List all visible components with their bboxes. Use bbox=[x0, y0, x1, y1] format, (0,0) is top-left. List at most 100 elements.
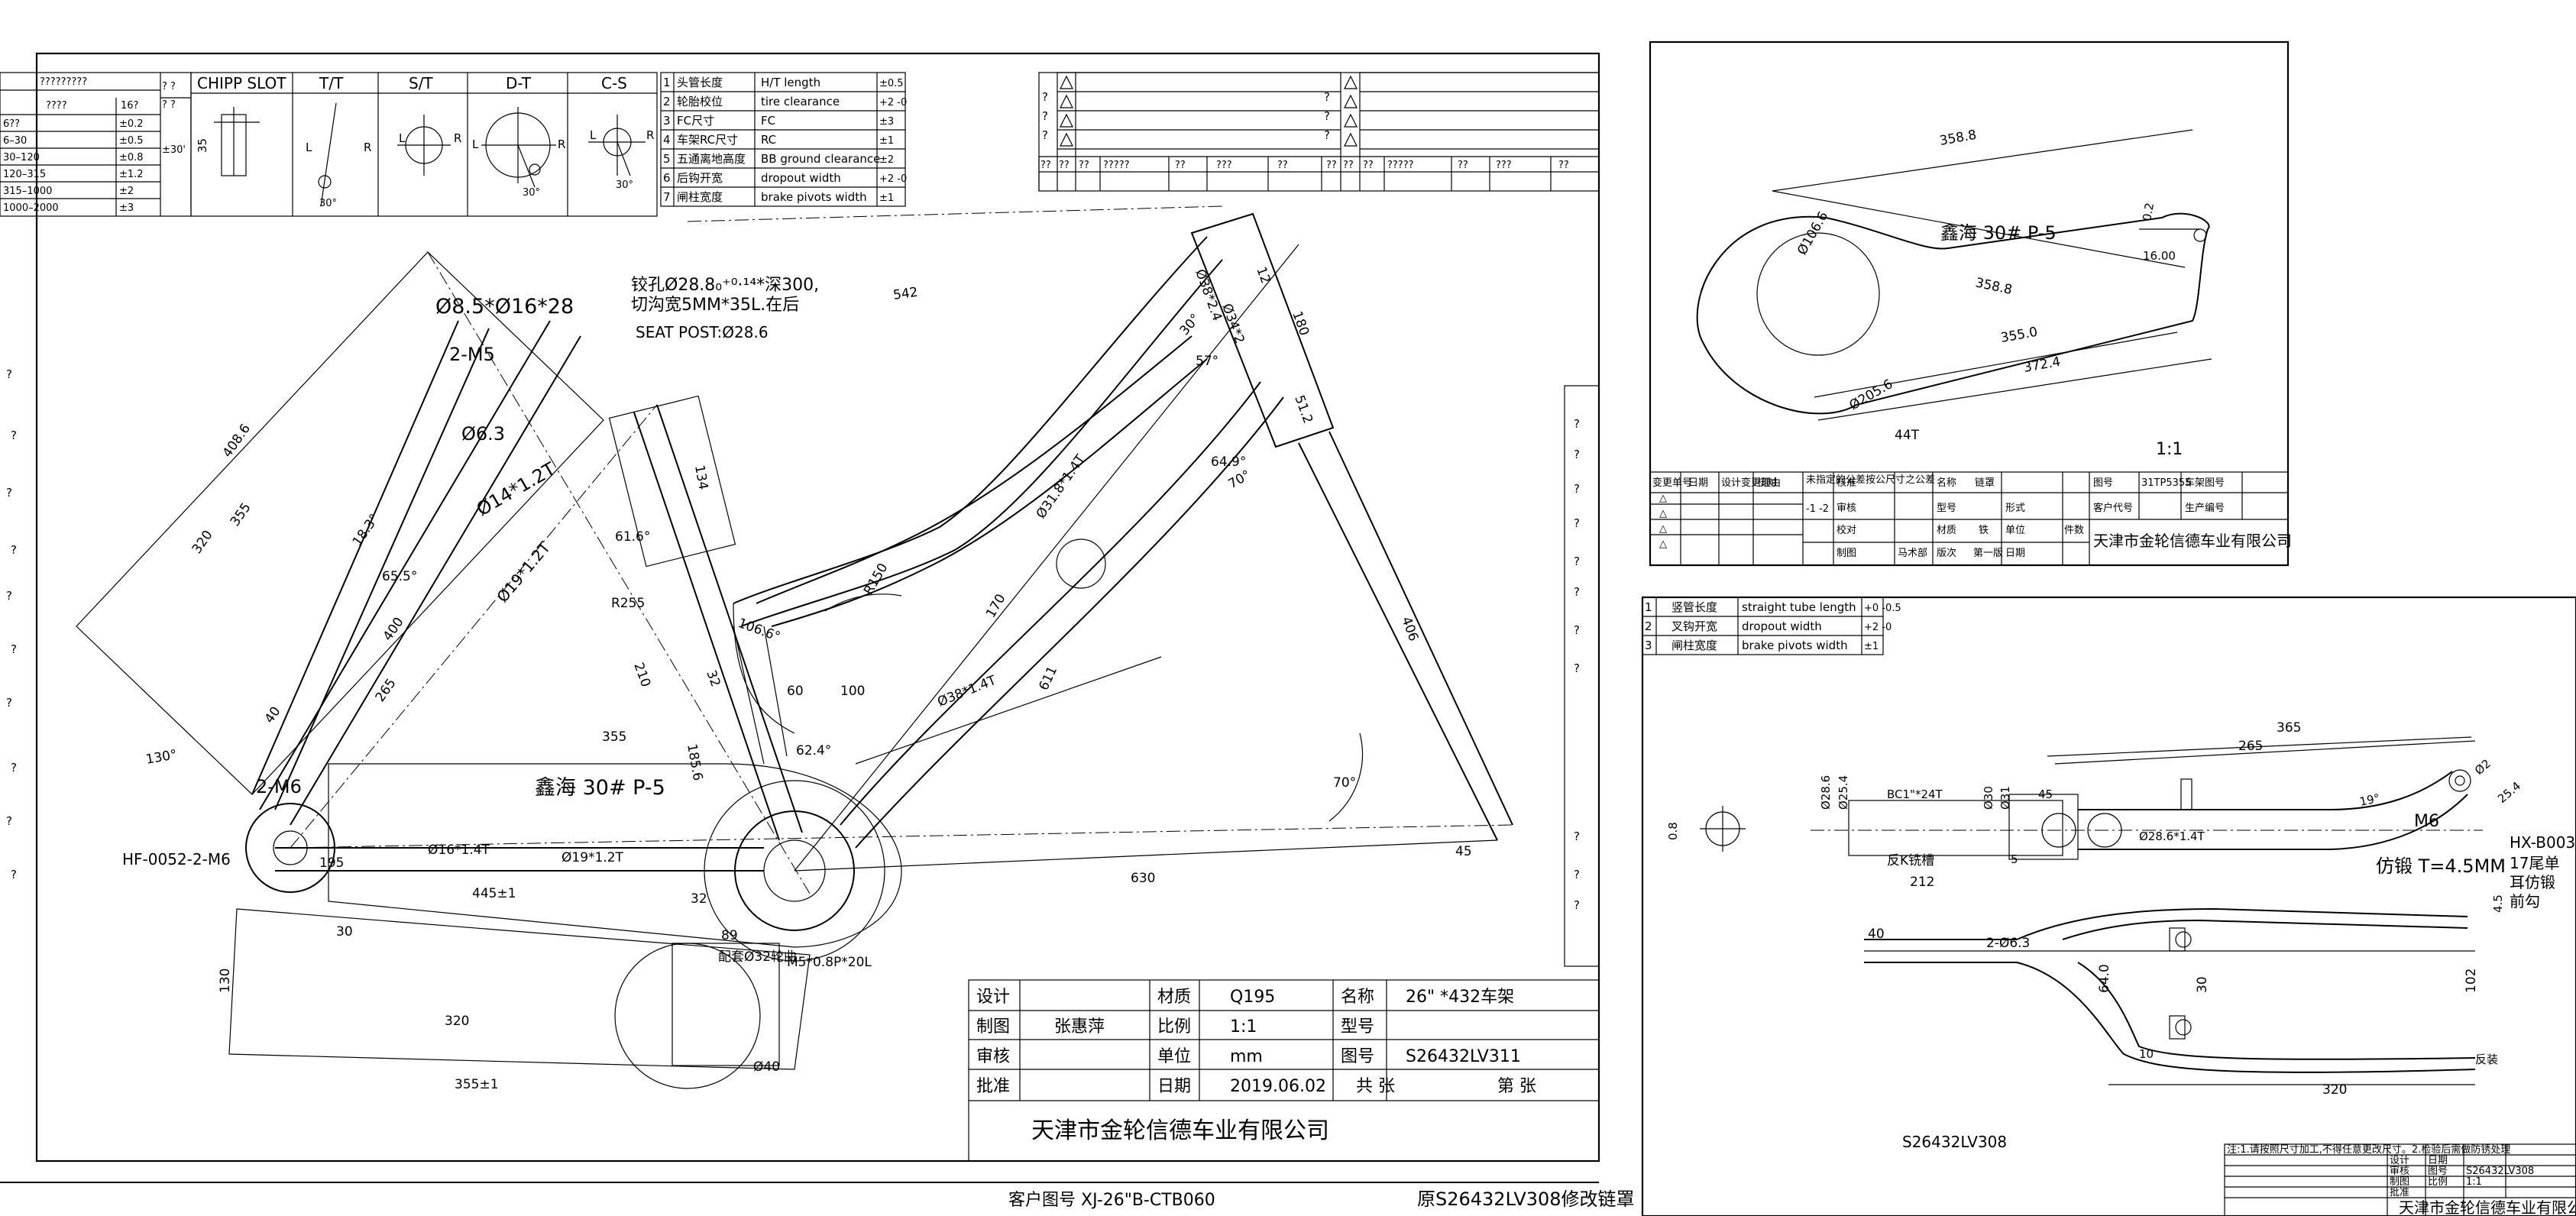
check-en: FC bbox=[761, 114, 775, 128]
title-cell: mm bbox=[1230, 1047, 1263, 1066]
thread-note: BC1"*24T bbox=[1887, 787, 1943, 801]
rev-mark: ? bbox=[1324, 90, 1330, 104]
head-tube bbox=[1190, 212, 1335, 448]
guard-dim: 372.4 bbox=[2022, 354, 2061, 376]
tol-col-head: 16? bbox=[121, 100, 138, 112]
dim-label: 355±1 bbox=[455, 1077, 499, 1092]
boss-note: 2-M5 bbox=[449, 344, 495, 365]
tol-range: 6–30 bbox=[3, 135, 27, 147]
rev-footer: ?? bbox=[1059, 160, 1070, 171]
dropout-note: 17尾单 bbox=[2510, 854, 2559, 872]
tol-header: ????????? bbox=[40, 76, 87, 88]
title-cell: 张惠萍 bbox=[1054, 1017, 1105, 1037]
guard-title-cell: 校对 bbox=[1837, 524, 1856, 536]
dim-label: 62.4° bbox=[796, 743, 831, 758]
dim-label: 51.2 bbox=[1291, 393, 1316, 425]
tol-value: ±3 bbox=[119, 202, 134, 214]
fork-dim: 212 bbox=[1910, 875, 1934, 890]
dim-label: 70° bbox=[1226, 467, 1254, 492]
margin-mark: ? bbox=[6, 814, 12, 828]
fork-dim: 320 bbox=[2322, 1082, 2347, 1098]
check-en: H/T length bbox=[761, 76, 820, 89]
fork-title-cell: 1:1 bbox=[2466, 1176, 2482, 1188]
guard-title-cell: 铁 bbox=[1979, 525, 1989, 536]
dim-label: 130 bbox=[218, 969, 233, 993]
m6-note: M6 bbox=[2414, 812, 2439, 831]
fork-check-tol: +0 -0.5 bbox=[1864, 603, 1901, 614]
fork-title-cell: 图号 bbox=[2428, 1166, 2448, 1177]
guard-title-cell: 形式 bbox=[2005, 503, 2025, 514]
check-no: 6 bbox=[663, 171, 671, 185]
check-cn: 闸柱宽度 bbox=[677, 190, 723, 204]
frame-drawing-sheet: ????????? ? ? ? ? ???? 16? 6??±0.26–30±0… bbox=[0, 52, 1635, 1210]
sketch-label: 30° bbox=[616, 179, 633, 191]
fork-check-cn: 闸柱宽度 bbox=[1671, 639, 1717, 652]
left-margin-marks: ?????????? bbox=[6, 367, 17, 881]
revision-note: 原S26432LV308修改链罩 bbox=[1417, 1189, 1635, 1210]
chain-guard-outline bbox=[1696, 212, 2210, 415]
tol-range: 6?? bbox=[3, 118, 20, 130]
m6-note: 2-M6 bbox=[256, 776, 302, 797]
groove-note: 反K铣槽 bbox=[1887, 853, 1934, 868]
revision-cells: ????????????????????????????????????????… bbox=[1038, 72, 1600, 191]
margin-mark: ? bbox=[6, 589, 12, 603]
sketch-label: R bbox=[646, 128, 654, 142]
guard-title-cell: 生产编号 bbox=[2185, 503, 2225, 514]
guard-dim: 355.0 bbox=[1999, 325, 2038, 346]
fork-title-notes: 注:1.请按照尺寸加工,不得任意更改尺寸。2.检验后需做防锈处理 bbox=[2227, 1143, 2510, 1156]
dim-label: R150 bbox=[861, 561, 891, 597]
rev-mark: ? bbox=[1324, 128, 1330, 142]
rev-footer: ?? bbox=[1079, 160, 1089, 171]
chain-guard-sheet: 358.8 Ø106.6 358.8 355.0 372.4 Ø205.6 16… bbox=[1649, 40, 2292, 567]
tol-range: 315–1000 bbox=[3, 186, 52, 197]
lower-bracket bbox=[228, 908, 811, 1070]
margin-mark: ? bbox=[1574, 898, 1580, 912]
check-cn: 轮胎校位 bbox=[677, 95, 723, 108]
fork-title-cell: S26432LV308 bbox=[2466, 1166, 2534, 1177]
dim-label: 12 bbox=[1253, 265, 1273, 286]
tol-range: 1000–2000 bbox=[3, 202, 59, 214]
guard-title-cell: 链罩 bbox=[1975, 477, 1995, 489]
rev-footer: ?? bbox=[1175, 160, 1186, 171]
margin-mark: ? bbox=[11, 868, 17, 881]
right-margin-marks: ??????????? bbox=[1574, 417, 1580, 912]
guard-dim: 358.8 bbox=[1974, 275, 2014, 298]
fork-dim: 25.4 bbox=[2495, 779, 2523, 806]
fork-dim: 4.5 bbox=[2491, 894, 2505, 913]
fork-company: 天津市金轮信德车业有限公司 bbox=[2399, 1198, 2576, 1216]
title-cell: 设计 bbox=[976, 988, 1010, 1007]
dim-label: 320 bbox=[445, 1014, 469, 1029]
rev-mark: ? bbox=[1042, 128, 1048, 142]
hole-note: 切沟宽5MM*35L.在后 bbox=[631, 296, 799, 315]
margin-mark: ? bbox=[1574, 417, 1580, 431]
dim-label: 170 bbox=[983, 591, 1009, 620]
fork-check-en: brake pivots width bbox=[1742, 639, 1848, 652]
m5-note: M5*0.8P*20L bbox=[787, 955, 872, 970]
check-tol: ±1 bbox=[879, 135, 894, 147]
revision-grid: ????????????????????????????????????????… bbox=[1038, 72, 1600, 192]
guard-title-cell: 单位 bbox=[2005, 525, 2025, 536]
margin-mark: ? bbox=[1574, 661, 1580, 675]
sketch-header: CHIPP SLOT bbox=[197, 74, 286, 92]
fork-dim: 365 bbox=[2277, 720, 2301, 736]
tol-range: 30–120 bbox=[3, 152, 40, 163]
check-no: 7 bbox=[663, 190, 671, 204]
margin-mark: ? bbox=[6, 696, 12, 710]
guard-tol: 未指定的公差按公尺寸之公差 bbox=[1806, 474, 1935, 486]
down-tube bbox=[840, 381, 1261, 826]
fork-check-no: 1 bbox=[1645, 600, 1652, 614]
dim-label: 195 bbox=[319, 855, 344, 871]
check-tol: ±2 bbox=[879, 154, 894, 166]
axle-note: 配套Ø32轮曲 bbox=[718, 949, 797, 965]
tol-value: ±1.2 bbox=[119, 169, 144, 180]
teeth-count: 44T bbox=[1895, 428, 1920, 443]
sketch-label: L bbox=[590, 128, 597, 142]
tube-spec: Ø38*1.4T bbox=[935, 673, 998, 710]
fork-dim: Ø25.4 bbox=[1837, 775, 1850, 810]
title-cell: 共 张 bbox=[1356, 1077, 1395, 1096]
margin-mark: ? bbox=[11, 543, 17, 557]
guard-logo: 鑫海 30# P-5 bbox=[1940, 222, 2057, 244]
margin-mark: ? bbox=[1574, 448, 1580, 461]
